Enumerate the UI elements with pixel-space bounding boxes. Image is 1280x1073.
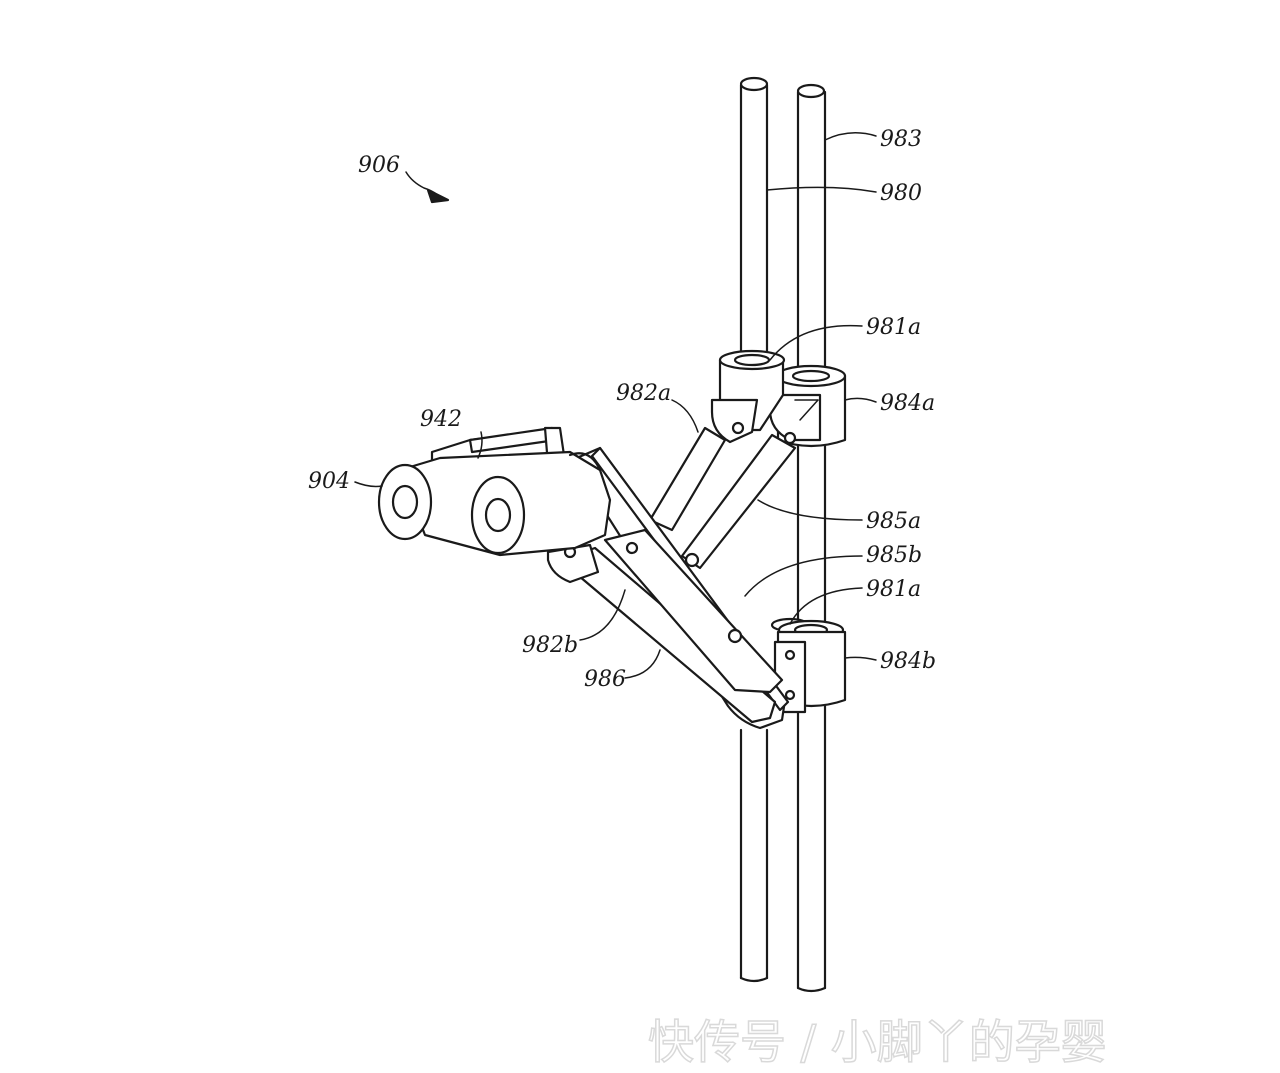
reference-labels: 906 983 980 981a 982a 984a 942 904 985a … (308, 127, 936, 692)
link-982a (648, 426, 727, 532)
rod-983 (796, 83, 827, 993)
label-982a: 982a (616, 381, 671, 406)
label-981a-bottom: 981a (866, 577, 921, 602)
label-986: 986 (584, 667, 626, 692)
label-984a: 984a (880, 391, 935, 416)
carriage-984a (768, 364, 847, 448)
label-983: 983 (880, 127, 922, 152)
watermark-text: 快传号 / 小脚丫的孕婴 (648, 1015, 1107, 1069)
label-942: 942 (420, 407, 462, 432)
label-985b: 985b (866, 543, 922, 568)
label-981a-top: 981a (866, 315, 921, 340)
label-904: 904 (308, 469, 350, 494)
link-985a (680, 433, 797, 570)
leader-lines (354, 132, 877, 679)
label-980: 980 (880, 181, 922, 206)
label-984b: 984b (880, 649, 936, 674)
label-985a: 985a (866, 509, 921, 534)
head-904 (377, 426, 612, 557)
label-906: 906 (358, 153, 400, 178)
rod-980 (739, 76, 769, 983)
carriage-981a-top (710, 349, 797, 445)
link-982b (546, 528, 784, 694)
label-982b: 982b (522, 633, 578, 658)
